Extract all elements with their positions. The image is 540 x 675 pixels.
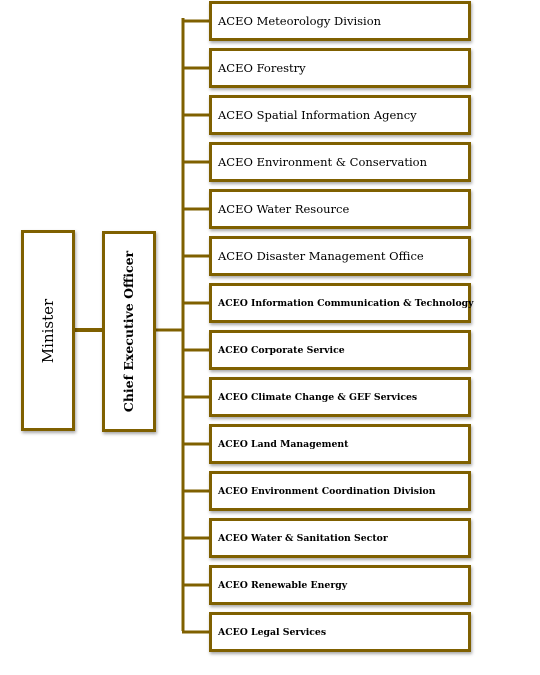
unit-label: ACEO Corporate Service <box>218 344 345 356</box>
unit-label: ACEO Climate Change & GEF Services <box>218 391 418 403</box>
unit-label: ACEO Forestry <box>218 61 306 75</box>
minister-box: Minister <box>21 230 75 431</box>
ceo-box: Chief Executive Officer <box>102 231 156 432</box>
unit-label: ACEO Information Communication & Technol… <box>218 297 474 309</box>
unit-box: ACEO Information Communication & Technol… <box>209 283 474 323</box>
unit-label: ACEO Spatial Information Agency <box>218 108 417 122</box>
unit-label: ACEO Disaster Management Office <box>218 249 424 263</box>
ceo-label: Chief Executive Officer <box>121 250 137 413</box>
unit-label: ACEO Meteorology Division <box>218 14 382 28</box>
unit-label: ACEO Renewable Energy <box>218 579 348 591</box>
unit-label: ACEO Land Management <box>218 438 349 450</box>
unit-box: ACEO Climate Change & GEF Services <box>209 377 471 417</box>
unit-box: ACEO Forestry <box>209 48 471 88</box>
unit-box: ACEO Corporate Service <box>209 330 471 370</box>
unit-label: ACEO Water & Sanitation Sector <box>218 532 388 544</box>
unit-box: ACEO Meteorology Division <box>209 1 471 41</box>
unit-box: ACEO Spatial Information Agency <box>209 95 471 135</box>
unit-label: ACEO Legal Services <box>218 626 327 638</box>
unit-label: ACEO Environment Coordination Division <box>218 485 436 497</box>
unit-box: ACEO Environment & Conservation <box>209 142 471 182</box>
unit-label: ACEO Environment & Conservation <box>218 155 427 169</box>
unit-box: ACEO Disaster Management Office <box>209 236 471 276</box>
unit-label: ACEO Water Resource <box>218 202 350 216</box>
minister-label: Minister <box>39 298 58 363</box>
unit-box: ACEO Renewable Energy <box>209 565 471 605</box>
unit-box: ACEO Environment Coordination Division <box>209 471 471 511</box>
unit-box: ACEO Water & Sanitation Sector <box>209 518 471 558</box>
unit-box: ACEO Land Management <box>209 424 471 464</box>
unit-box: ACEO Water Resource <box>209 189 471 229</box>
branch-lines <box>182 19 210 634</box>
unit-box: ACEO Legal Services <box>209 612 471 652</box>
